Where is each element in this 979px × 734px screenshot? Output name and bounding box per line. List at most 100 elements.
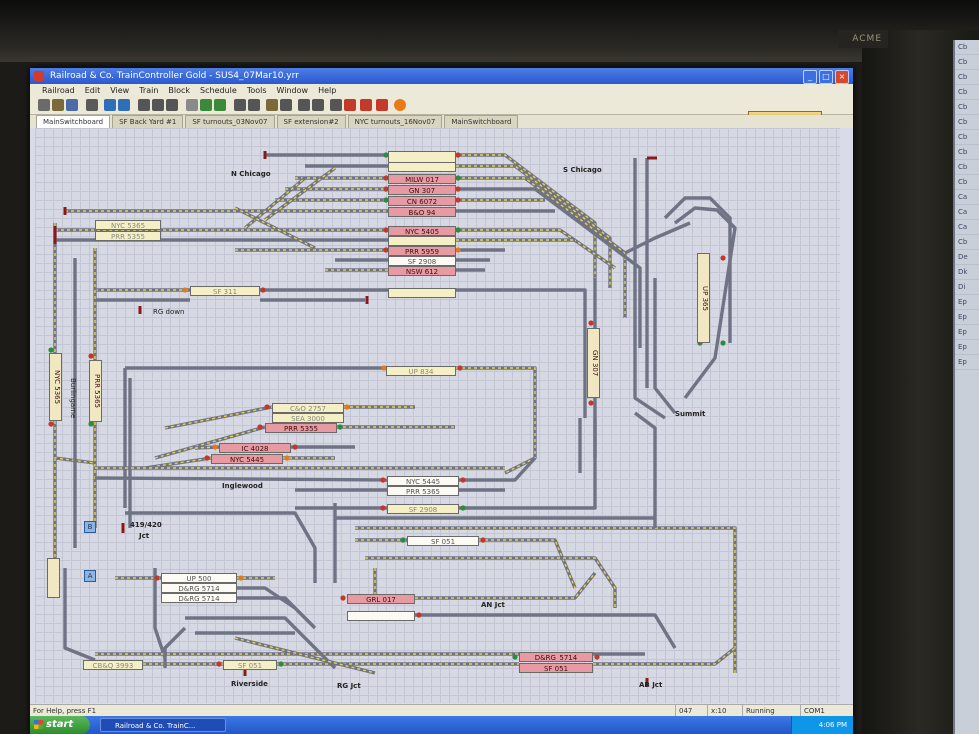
signal-icon[interactable] <box>455 152 461 158</box>
signal-icon[interactable] <box>212 444 218 450</box>
signal-icon[interactable] <box>292 444 298 450</box>
block-prr-5355[interactable]: PRR 5355 <box>265 423 337 433</box>
maximize-button[interactable]: □ <box>819 70 833 84</box>
copy-icon[interactable] <box>152 99 164 111</box>
signal-icon[interactable] <box>383 197 389 203</box>
signal-icon[interactable] <box>460 505 466 511</box>
signal-icon[interactable] <box>460 477 466 483</box>
switchboard-canvas[interactable]: MILW 017 GN 307 CN 6072 B&O 94 NYC 5405 … <box>35 128 840 703</box>
marker-b[interactable]: B <box>84 521 96 533</box>
block-drg-5714-c[interactable]: D&RG_5714 <box>519 652 593 662</box>
block-prr-5365-vertical[interactable]: PRR 5365 <box>89 360 102 422</box>
block-grl-017[interactable]: GRL 017 <box>347 594 415 604</box>
signal-icon[interactable] <box>383 247 389 253</box>
signal-icon[interactable] <box>594 654 600 660</box>
block-yard-top-2[interactable] <box>388 162 456 172</box>
route-icon[interactable] <box>312 99 324 111</box>
track-segment[interactable] <box>153 568 167 659</box>
redo-icon[interactable] <box>118 99 130 111</box>
power-icon[interactable] <box>376 99 388 111</box>
tool-icon[interactable] <box>86 99 98 111</box>
block-nsw-612[interactable]: NSW 612 <box>388 266 456 276</box>
block-nyc-5445-lower[interactable]: NYC 5445 <box>387 476 459 486</box>
block-sf-2908-top[interactable]: SF 2908 <box>388 256 456 266</box>
track-segment[interactable] <box>624 221 691 255</box>
signal-icon[interactable] <box>284 455 290 461</box>
track-segment[interactable] <box>593 646 737 666</box>
block-ic-4028[interactable]: IC 4028 <box>219 443 291 453</box>
signal-icon[interactable] <box>260 287 266 293</box>
block-nyc-5405[interactable]: NYC 5405 <box>388 226 456 236</box>
block-prr-5355-top[interactable]: PRR 5355 <box>95 231 161 241</box>
signal-icon[interactable] <box>344 404 350 410</box>
signal-icon[interactable] <box>337 424 343 430</box>
track-segment[interactable] <box>479 538 577 589</box>
signal-icon[interactable] <box>455 247 461 253</box>
signal-icon[interactable] <box>204 455 210 461</box>
block-nyc-5365[interactable]: NYC 5365 <box>95 220 161 230</box>
open-file-icon[interactable] <box>52 99 64 111</box>
block-left-lower-vertical[interactable] <box>47 558 60 598</box>
stop-icon[interactable] <box>344 99 356 111</box>
cut-icon[interactable] <box>138 99 150 111</box>
signal-icon[interactable] <box>588 400 594 406</box>
block-sea-3000[interactable]: SEA 3000 <box>272 413 344 423</box>
signal-icon[interactable] <box>88 353 94 359</box>
track-segment[interactable] <box>185 616 337 670</box>
signal-icon[interactable] <box>455 186 461 192</box>
track-segment[interactable] <box>456 176 627 318</box>
taskbar-item-trainc[interactable]: Railroad & Co. TrainC... <box>100 718 226 732</box>
undo-icon[interactable] <box>104 99 116 111</box>
power-button-icon[interactable] <box>394 99 406 111</box>
track-segment[interactable] <box>94 476 388 482</box>
block-up-500[interactable]: UP 500 <box>161 573 237 583</box>
block-nyc-5445[interactable]: NYC 5445 <box>211 454 283 464</box>
properties-icon[interactable] <box>298 99 310 111</box>
block-sf-2908-lower[interactable]: SF 2908 <box>387 504 459 514</box>
signal-icon[interactable] <box>512 654 518 660</box>
signal-icon[interactable] <box>400 537 406 543</box>
block-lower-empty[interactable] <box>347 611 415 621</box>
track-segment[interactable] <box>237 586 296 610</box>
signal-icon[interactable] <box>380 505 386 511</box>
train-icon[interactable] <box>266 99 278 111</box>
zoom-out-icon[interactable] <box>248 99 260 111</box>
paste-icon[interactable] <box>166 99 178 111</box>
menu-window[interactable]: Window <box>276 86 309 95</box>
menu-help[interactable]: Help <box>318 86 337 95</box>
menu-schedule[interactable]: Schedule <box>200 86 237 95</box>
close-button[interactable]: × <box>835 70 849 84</box>
block-prr-5959[interactable]: PRR 5959 <box>388 246 456 256</box>
marker-a[interactable]: A <box>84 570 96 582</box>
track-segment[interactable] <box>63 568 96 662</box>
tab-sf-back-yard[interactable]: SF Back Yard #1 <box>112 115 184 128</box>
signal-icon[interactable] <box>455 227 461 233</box>
block-sf-051-lower[interactable]: SF 051 <box>519 663 593 673</box>
signal-icon[interactable] <box>216 661 222 667</box>
block-cn-6072[interactable]: CN 6072 <box>388 196 456 206</box>
track-segment[interactable] <box>456 366 537 475</box>
menu-block[interactable]: Block <box>168 86 191 95</box>
track-segment[interactable] <box>673 206 737 400</box>
signal-icon[interactable] <box>88 421 94 427</box>
block-prr-5365-lower[interactable]: PRR 5365 <box>387 486 459 496</box>
new-file-icon[interactable] <box>38 99 50 111</box>
block-co-2757[interactable]: C&O 2757 <box>272 403 344 413</box>
signal-icon[interactable] <box>383 175 389 181</box>
menu-railroad[interactable]: Railroad <box>42 86 75 95</box>
block-gn-307-vertical[interactable]: GN 307 <box>587 328 600 398</box>
signal-icon[interactable] <box>457 365 463 371</box>
signal-icon[interactable] <box>214 99 226 111</box>
block-sf-311[interactable]: SF 311 <box>190 286 260 296</box>
tab-mainswitchboard-2[interactable]: MainSwitchboard <box>444 115 519 128</box>
track-segment[interactable] <box>163 626 187 668</box>
track-segment[interactable] <box>459 278 597 510</box>
save-icon[interactable] <box>66 99 78 111</box>
signal-icon[interactable] <box>182 287 188 293</box>
signal-icon[interactable] <box>383 186 389 192</box>
block-bo-94[interactable]: B&O 94 <box>388 207 456 217</box>
block-milw-017[interactable]: MILW 017 <box>388 174 456 184</box>
track-segment[interactable] <box>237 596 317 630</box>
signal-icon[interactable] <box>588 320 594 326</box>
zoom-in-icon[interactable] <box>234 99 246 111</box>
